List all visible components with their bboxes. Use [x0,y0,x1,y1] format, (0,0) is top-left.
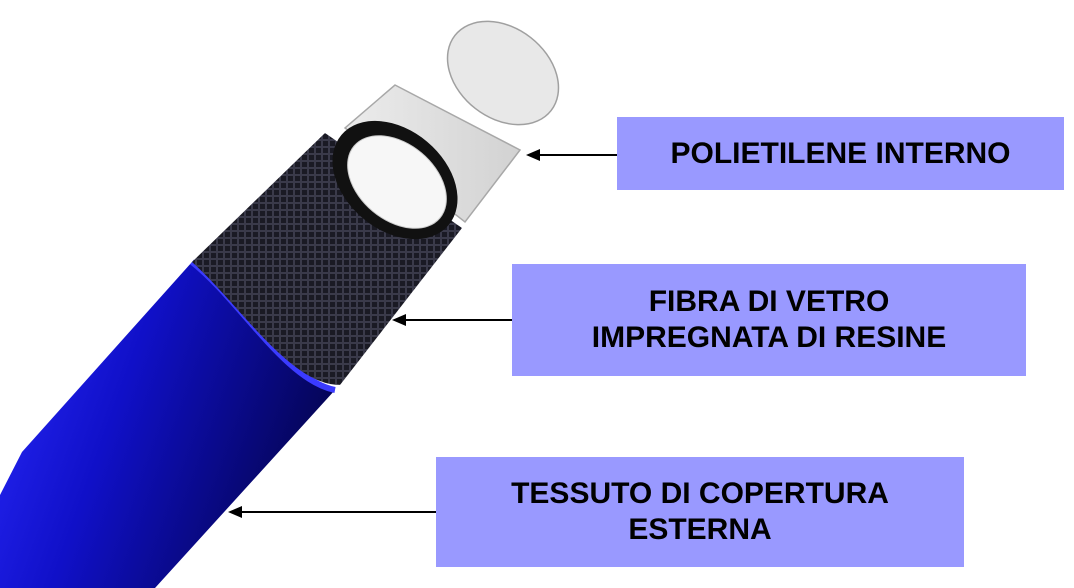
outer-covering-body [0,262,335,588]
label-glass-fiber: FIBRA DI VETRO IMPREGNATA DI RESINE [512,264,1026,376]
label-fiber-line2: IMPREGNATA DI RESINE [591,321,947,354]
label-inner-line1: POLIETILENE INTERNO [670,136,1011,170]
inner-tube-end [446,20,560,126]
label-outer-covering: TESSUTO DI COPERTURA ESTERNA [436,457,964,567]
label-inner-polyethylene: POLIETILENE INTERNO [617,117,1064,190]
arrow-fiber [392,314,512,326]
label-outer-line2: ESTERNA [628,513,772,546]
label-outer-line1: TESSUTO DI COPERTURA [511,477,889,510]
arrow-inner [526,149,617,161]
inner-tube-opening [347,135,447,229]
fiber-glass-layer [192,120,462,385]
label-fiber-line1: FIBRA DI VETRO [648,285,890,318]
arrow-outer [228,506,436,518]
